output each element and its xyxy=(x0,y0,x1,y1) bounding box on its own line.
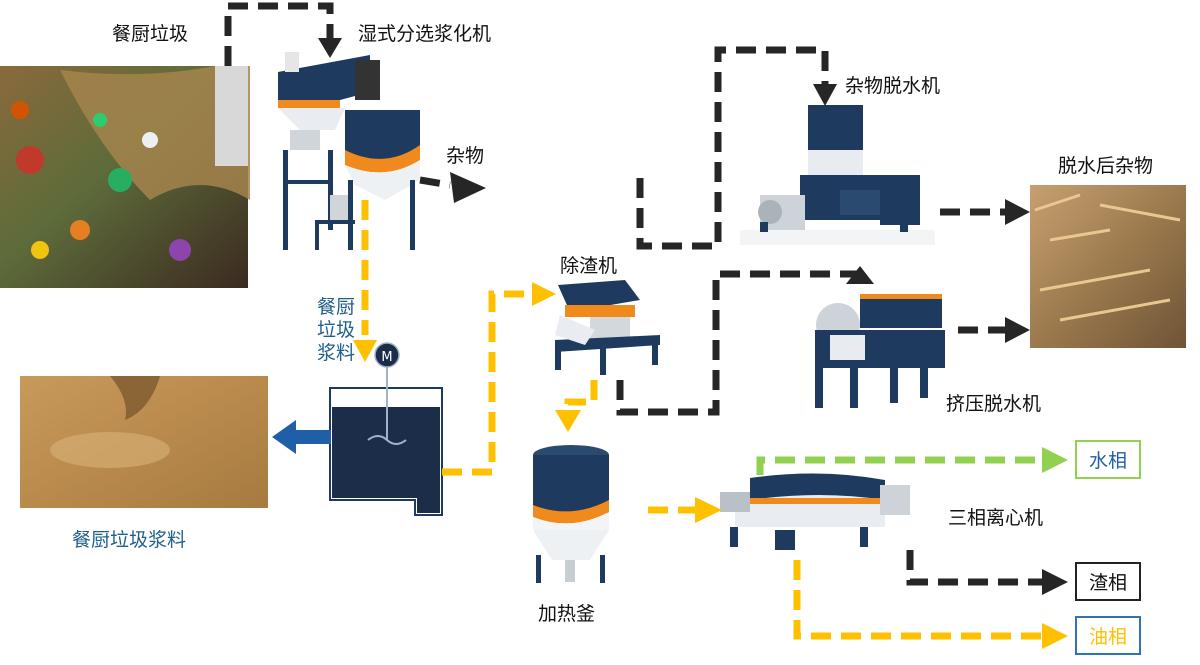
flow-sorter-to-debris xyxy=(419,176,451,189)
svg-text:M: M xyxy=(381,350,392,365)
flow-tank-to-slag-remover xyxy=(442,290,535,476)
dewatered-debris-label: 脱水后杂物 xyxy=(1058,155,1154,177)
arrowheads xyxy=(318,38,1068,649)
slurry-out-arrow xyxy=(272,420,331,454)
flow-oil-phase xyxy=(793,560,1045,640)
screw-press xyxy=(815,294,945,408)
flow-water-phase xyxy=(756,456,1045,475)
mixer-motor-icon: M xyxy=(374,342,400,368)
dewatered-debris-photo xyxy=(1030,185,1186,348)
heating-tank xyxy=(533,445,609,583)
slurry-tank-label: 餐厨垃圾浆料 xyxy=(316,296,355,364)
wet-sorter-label: 湿式分选浆化机 xyxy=(358,23,492,45)
debris-label: 杂物 xyxy=(446,145,485,167)
kitchen-waste-photo xyxy=(0,66,250,288)
wet-sorting-pulper xyxy=(278,52,420,250)
flow-to-debris-dewatering xyxy=(636,46,829,250)
slag-remover xyxy=(555,280,660,375)
flow-slag-phase xyxy=(906,550,1045,586)
slurry-photo-label: 餐厨垃圾浆料 xyxy=(72,529,187,551)
screw-press-label: 挤压脱水机 xyxy=(946,393,1042,415)
debris-dewatering-machine xyxy=(740,105,935,245)
three-phase-centrifuge-label: 三相离心机 xyxy=(948,507,1044,529)
kitchen-waste-label: 餐厨垃圾 xyxy=(112,23,189,45)
flow-waste-to-sorter xyxy=(224,2,334,66)
flow-slag-remover-to-heater xyxy=(564,380,598,412)
heating-tank-label: 加热釜 xyxy=(538,603,596,625)
slurry-photo xyxy=(20,376,268,508)
oil-phase-box: 油相 xyxy=(1075,616,1142,655)
slurry-tank xyxy=(329,366,443,516)
slag-remover-label: 除渣机 xyxy=(560,255,618,277)
debris-dewatering-label: 杂物脱水机 xyxy=(845,75,941,97)
slag-phase-box: 渣相 xyxy=(1075,562,1142,601)
three-phase-centrifuge xyxy=(720,473,910,550)
water-phase-box: 水相 xyxy=(1075,440,1142,479)
